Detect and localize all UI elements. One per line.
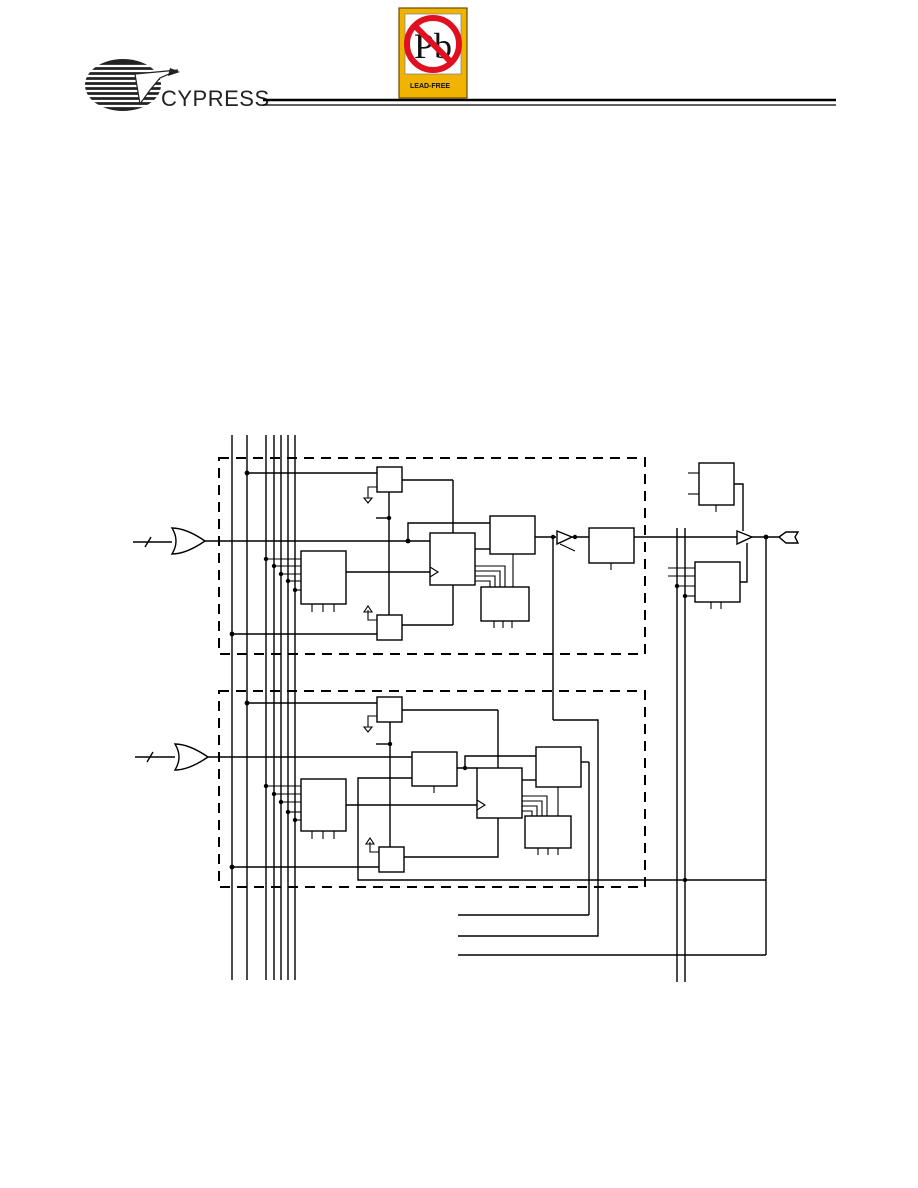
lower-select-logic	[524, 815, 572, 849]
io-pin-icon	[777, 531, 800, 544]
upper-top-mux	[376, 466, 403, 493]
io-tristate-buffer-icon	[736, 529, 754, 546]
lower-bottom-mux	[378, 846, 405, 873]
cypress-logo: CYPRESS	[84, 59, 270, 111]
lead-free-badge: Pb LEAD-FREE	[398, 7, 468, 99]
macrocell-block-diagram	[133, 435, 800, 982]
lower-input-latch	[411, 751, 458, 787]
header-rule	[263, 98, 836, 106]
lower-register	[476, 767, 523, 819]
brand-name: CYPRESS	[161, 86, 270, 111]
upper-register	[429, 532, 476, 586]
lower-feedback-mux	[535, 746, 582, 788]
no-lead-slash-icon	[410, 21, 456, 67]
upper-macrocell-boundary	[218, 457, 646, 655]
lower-macrocell-boundary	[218, 690, 646, 888]
upper-select-logic	[480, 586, 530, 622]
feedback-routing	[458, 719, 766, 956]
upper-bottom-mux	[376, 614, 403, 641]
io-oe-select	[694, 561, 741, 603]
no-lead-circle-icon	[404, 15, 462, 73]
upper-or-gate-icon	[170, 527, 207, 555]
lower-or-gate-icon	[173, 743, 210, 771]
global-bus-lines	[231, 435, 296, 980]
lower-macrocell	[135, 696, 766, 915]
upper-feedback-mux	[489, 515, 536, 555]
lower-clock-select	[263, 778, 347, 839]
upper-buffer-icon	[556, 529, 574, 546]
cypress-tree-logo-icon	[84, 59, 180, 111]
io-enable-mux	[698, 462, 735, 506]
io-cell	[668, 462, 800, 982]
lead-free-label: LEAD-FREE	[410, 83, 450, 90]
upper-macrocell	[133, 466, 737, 720]
upper-clock-select	[263, 550, 347, 612]
upper-output-mux	[588, 527, 635, 564]
lower-top-mux	[376, 696, 403, 723]
